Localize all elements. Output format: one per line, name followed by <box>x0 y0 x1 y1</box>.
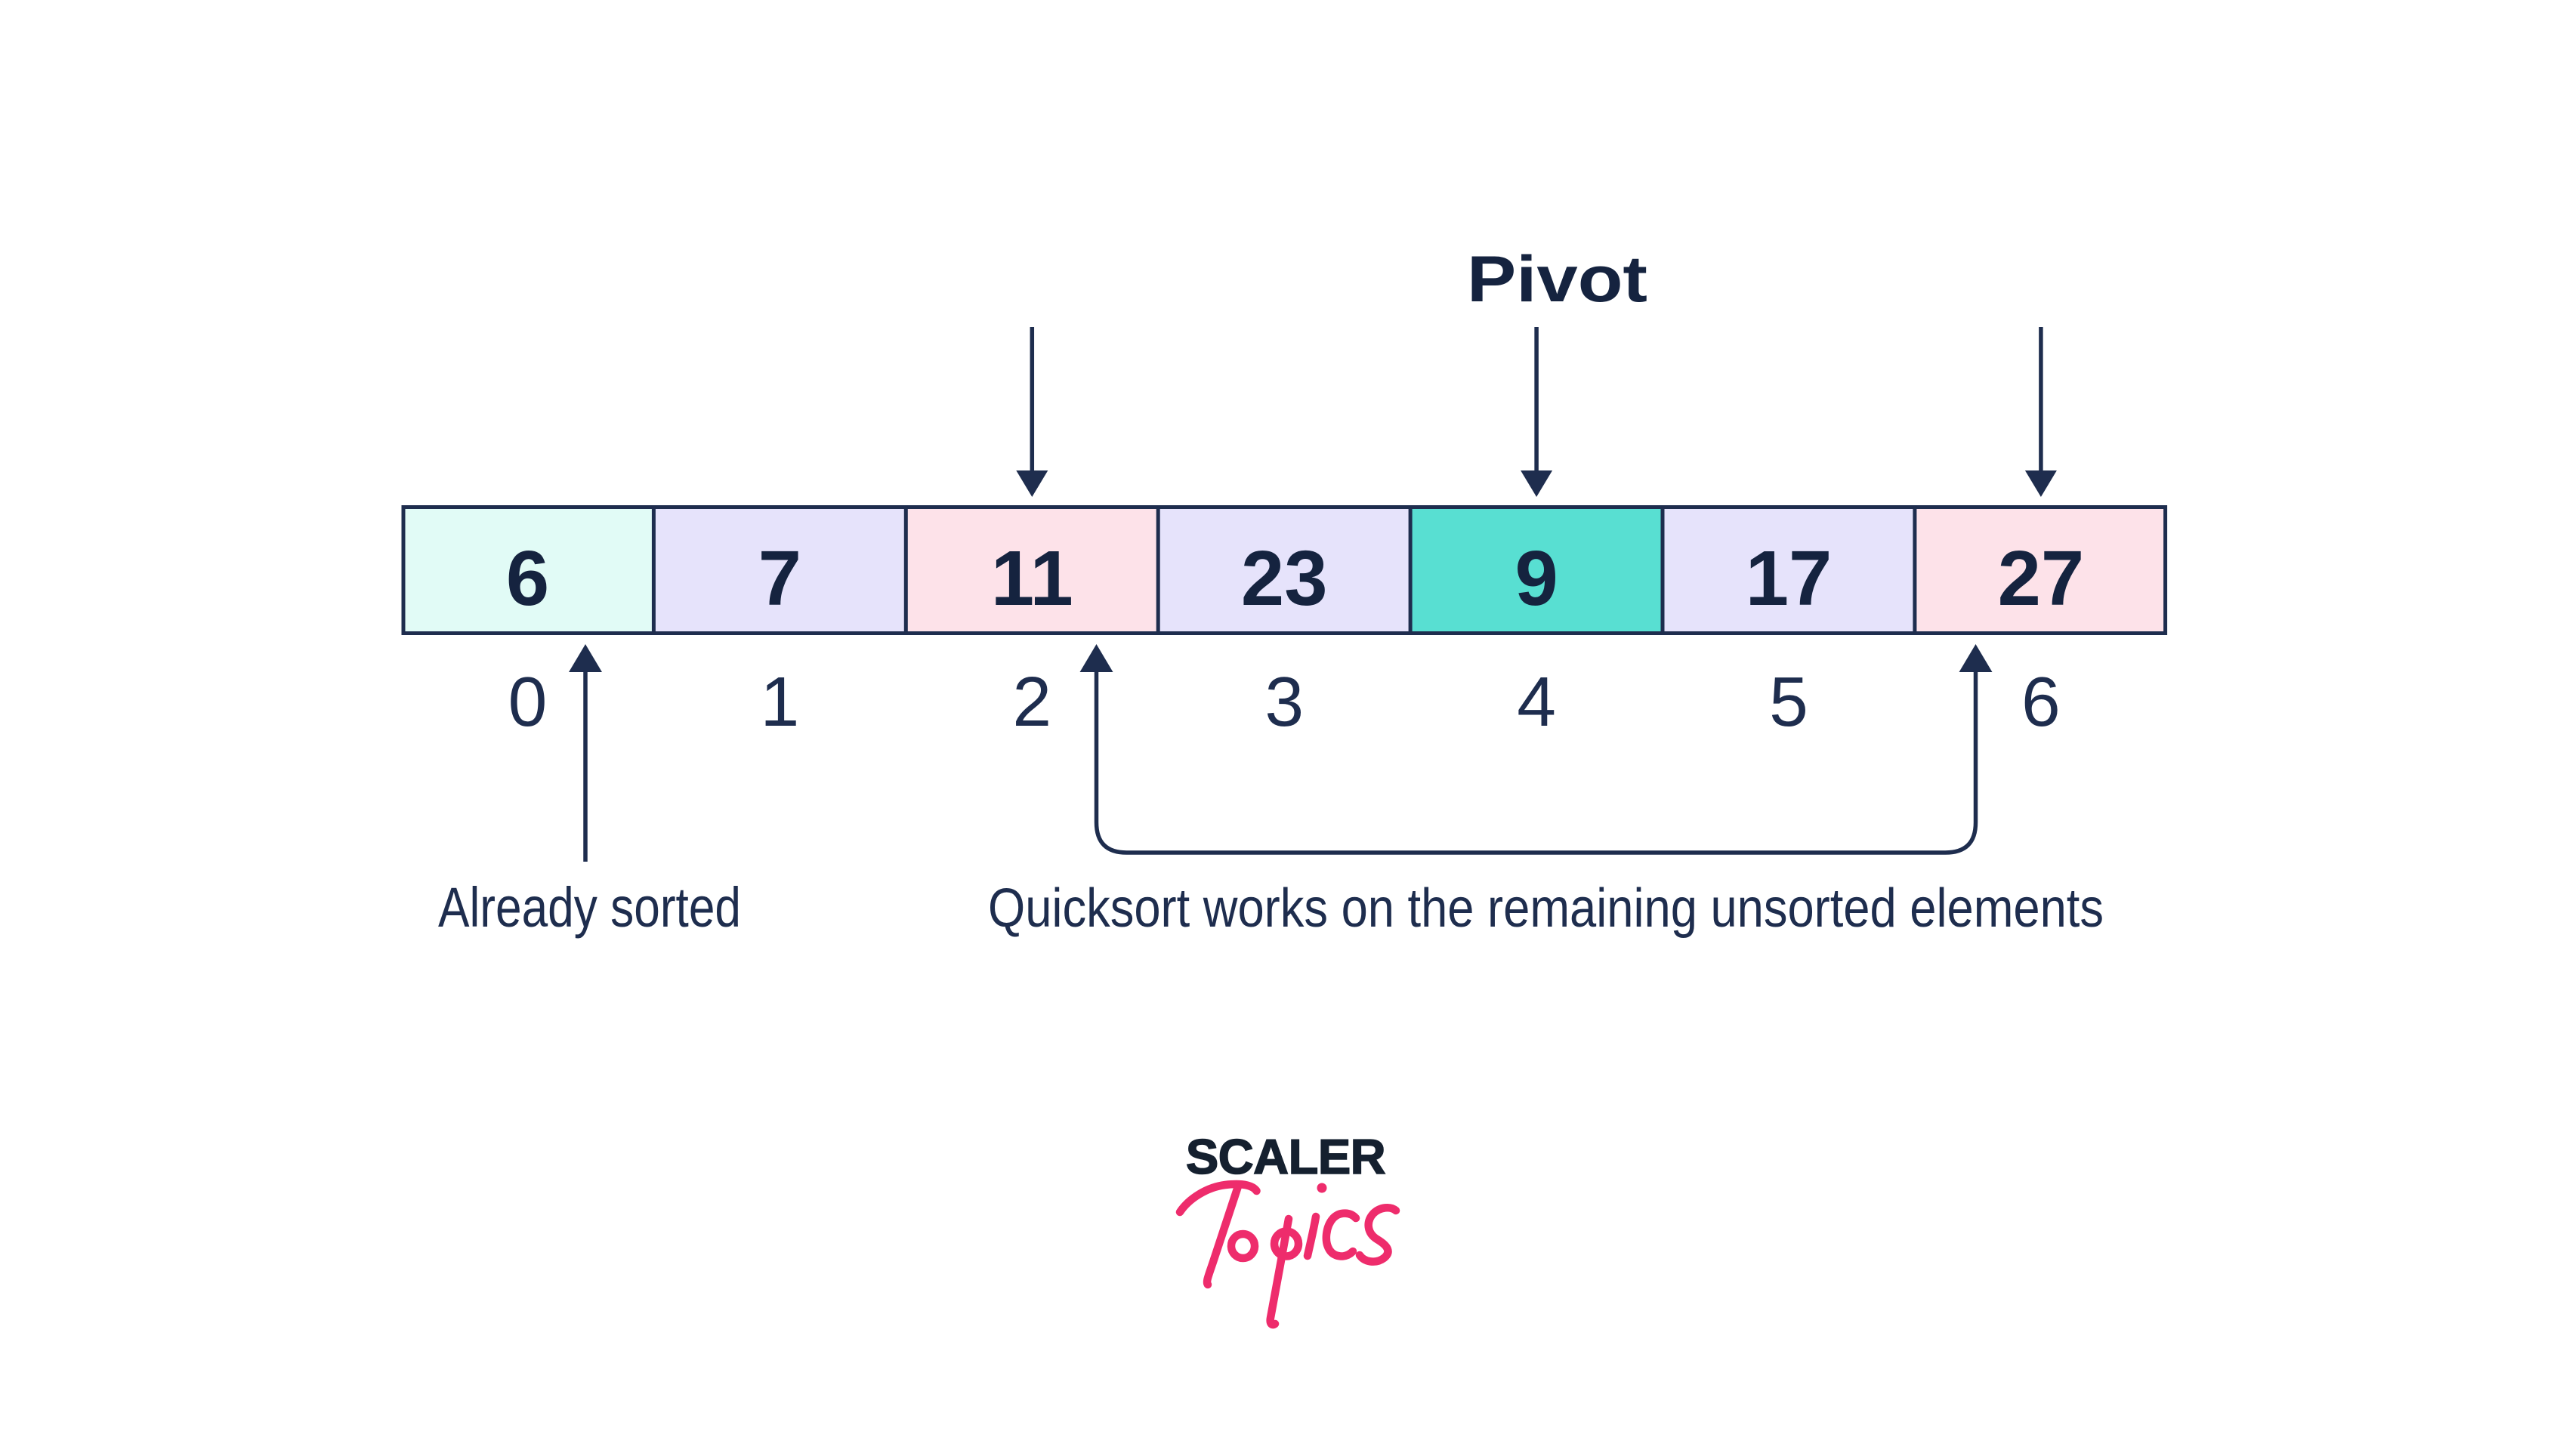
svg-text:Quicksort works on the remaini: Quicksort works on the remaining unsorte… <box>988 878 2104 939</box>
svg-text:6: 6 <box>506 535 549 622</box>
svg-text:Pivot: Pivot <box>1467 243 1647 316</box>
svg-text:Already sorted: Already sorted <box>438 876 741 939</box>
svg-text:3: 3 <box>1264 662 1304 741</box>
svg-text:11: 11 <box>991 535 1073 622</box>
svg-text:17: 17 <box>1746 535 1833 622</box>
svg-text:0: 0 <box>508 662 548 741</box>
svg-text:9: 9 <box>1515 535 1558 622</box>
svg-text:7: 7 <box>758 535 801 622</box>
svg-text:27: 27 <box>1998 535 2085 622</box>
svg-text:4: 4 <box>1517 662 1556 741</box>
svg-text:1: 1 <box>761 662 800 741</box>
svg-text:5: 5 <box>1769 662 1808 741</box>
svg-text:23: 23 <box>1241 535 1328 622</box>
svg-text:6: 6 <box>2021 662 2061 741</box>
svg-text:2: 2 <box>1012 662 1051 741</box>
svg-text:SCALER: SCALER <box>1186 1129 1385 1184</box>
